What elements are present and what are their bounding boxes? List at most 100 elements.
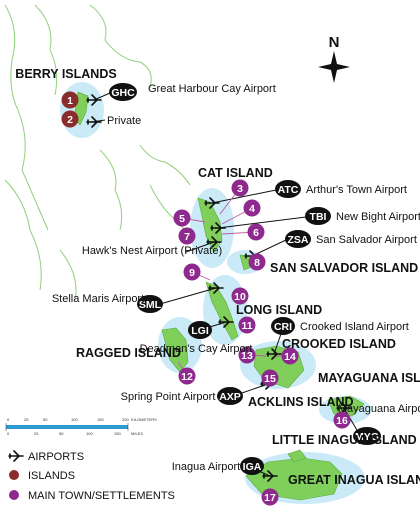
- airport-name-private: Private: [107, 115, 141, 127]
- settlement-marker-16: 16: [333, 411, 351, 429]
- settlement-marker-10: 10: [231, 287, 249, 305]
- legend: AIRPORTS ISLANDS MAIN TOWN/SETTLEMENTS: [8, 450, 175, 502]
- legend-airports-label: AIRPORTS: [28, 451, 84, 463]
- svg-text:MILES: MILES: [131, 431, 143, 436]
- airport-name-lgi: Deadman's Cay Airport: [140, 343, 253, 355]
- code-badge-zsa: ZSA: [285, 230, 311, 248]
- svg-text:3: 3: [237, 183, 243, 195]
- airport-tbi-plane-icon: [210, 222, 226, 234]
- code-badge-tbi: TBI: [305, 207, 331, 225]
- region-label-crooked: CROOKED ISLAND: [282, 337, 396, 351]
- svg-text:GHC: GHC: [111, 87, 135, 99]
- airport-lgi-plane-icon: [218, 316, 234, 328]
- background-coastlines: [4, 4, 193, 301]
- svg-text:CRI: CRI: [274, 321, 292, 333]
- svg-text:0: 0: [7, 417, 10, 422]
- svg-text:100: 100: [71, 417, 78, 422]
- region-label-long: LONG ISLAND: [236, 303, 322, 317]
- airport-atc-plane-icon: [204, 197, 220, 209]
- svg-text:16: 16: [336, 415, 348, 427]
- ragged-island-land: [161, 327, 189, 373]
- little-inagua-land: [287, 449, 307, 463]
- region-labels: BERRY ISLANDS CAT ISLAND SAN SALVADOR IS…: [15, 67, 420, 487]
- scale-bar: 0 25 50 100 150 200 KILOMETERS 0 25 50 1…: [5, 417, 157, 436]
- airport-symbols: [86, 94, 352, 482]
- airport-cri-plane-icon: [266, 348, 282, 360]
- settlement-markers: 3 4 5 6 7 8 9 10 11 12 13 14 15 16 17: [173, 179, 351, 506]
- settlement-marker-6: 6: [247, 223, 265, 241]
- airport-sml-plane-icon: [208, 282, 224, 294]
- svg-text:IGA: IGA: [243, 461, 262, 473]
- airport-name-cri: Crooked Island Airport: [300, 321, 409, 333]
- legend-islands-label: ISLANDS: [28, 470, 75, 482]
- svg-text:0: 0: [7, 431, 10, 436]
- airport-name-zsa: San Salvador Airport: [316, 234, 417, 246]
- settlement-marker-7: 7: [178, 227, 196, 245]
- airport-hawks-plane-icon: [206, 236, 222, 248]
- legend-settlements-label: MAIN TOWN/SETTLEMENTS: [28, 490, 175, 502]
- svg-text:15: 15: [264, 373, 276, 385]
- svg-text:ZSA: ZSA: [288, 234, 309, 246]
- region-label-berry: BERRY ISLANDS: [15, 67, 116, 81]
- airport-myg-plane-icon: [336, 402, 352, 414]
- svg-text:13: 13: [241, 350, 253, 362]
- svg-text:8: 8: [254, 257, 260, 269]
- svg-text:200: 200: [122, 417, 129, 422]
- region-label-acklins: ACKLINS ISLAND: [248, 395, 354, 409]
- settlement-marker-17: 17: [261, 488, 279, 506]
- airport-name-tbi: New Bight Airport: [336, 211, 420, 223]
- svg-text:50: 50: [43, 417, 48, 422]
- leader-lines: [91, 92, 359, 477]
- svg-text:MYG: MYG: [355, 431, 379, 443]
- settlement-marker-12: 12: [178, 367, 196, 385]
- svg-text:KILOMETERS: KILOMETERS: [131, 417, 157, 422]
- settlement-marker-14: 14: [281, 347, 299, 365]
- svg-text:100: 100: [86, 431, 93, 436]
- svg-text:6: 6: [253, 227, 259, 239]
- region-label-great-inagua: GREAT INAGUA ISLAND: [288, 473, 420, 487]
- settlement-marker-9: 9: [183, 263, 201, 281]
- svg-text:LGI: LGI: [191, 325, 209, 337]
- airport-name-ghc: Great Harbour Cay Airport: [148, 83, 276, 95]
- svg-text:ATC: ATC: [278, 184, 299, 196]
- legend-settlement-dot: [9, 490, 19, 500]
- code-badge-iga: IGA: [240, 457, 264, 475]
- svg-text:5: 5: [179, 213, 185, 225]
- code-badge-cri: CRI: [271, 317, 295, 335]
- region-label-little-inagua: LITTLE INAGUA ISLAND: [272, 433, 417, 447]
- airport-private-plane-icon: [86, 116, 102, 128]
- svg-text:50: 50: [59, 431, 64, 436]
- airport-name-myg: Mayaguana Airport: [338, 403, 420, 415]
- scale-bar-fill: [6, 425, 128, 429]
- svg-text:150: 150: [114, 431, 121, 436]
- svg-text:AXP: AXP: [219, 391, 241, 403]
- code-badge-lgi: LGI: [188, 321, 212, 339]
- svg-text:7: 7: [184, 231, 190, 243]
- svg-text:17: 17: [264, 492, 276, 504]
- svg-text:9: 9: [189, 267, 195, 279]
- settlement-marker-13: 13: [238, 346, 256, 364]
- svg-text:150: 150: [97, 417, 104, 422]
- settlement-marker-4: 4: [243, 199, 261, 217]
- island-marker-1: 1: [61, 91, 79, 109]
- compass-north-label: N: [329, 34, 340, 51]
- settlement-marker-15: 15: [261, 369, 279, 387]
- airport-code-badges: GHC ATC TBI ZSA SML LGI CRI AXP MYG IGA: [109, 83, 381, 475]
- svg-text:11: 11: [241, 320, 252, 332]
- svg-text:25: 25: [24, 417, 29, 422]
- region-label-ragged: RAGGED ISLAND: [76, 346, 181, 360]
- airport-name-axp: Spring Point Airport: [121, 391, 216, 403]
- region-label-cat: CAT ISLAND: [198, 166, 273, 180]
- settlement-marker-3: 3: [231, 179, 249, 197]
- svg-text:SML: SML: [139, 299, 162, 311]
- island-markers: 1 2: [61, 91, 79, 128]
- code-badge-atc: ATC: [275, 180, 301, 198]
- svg-text:1: 1: [67, 95, 73, 107]
- code-badge-ghc: GHC: [109, 83, 137, 101]
- region-label-mayaguana: MAYAGUANA ISLAND: [318, 371, 420, 385]
- settlement-marker-11: 11: [238, 316, 256, 334]
- airport-iga-plane-icon: [262, 470, 278, 482]
- airport-name-iga: Inagua Airport: [172, 461, 241, 473]
- airport-name-labels: Great Harbour Cay Airport Private Arthur…: [52, 83, 420, 473]
